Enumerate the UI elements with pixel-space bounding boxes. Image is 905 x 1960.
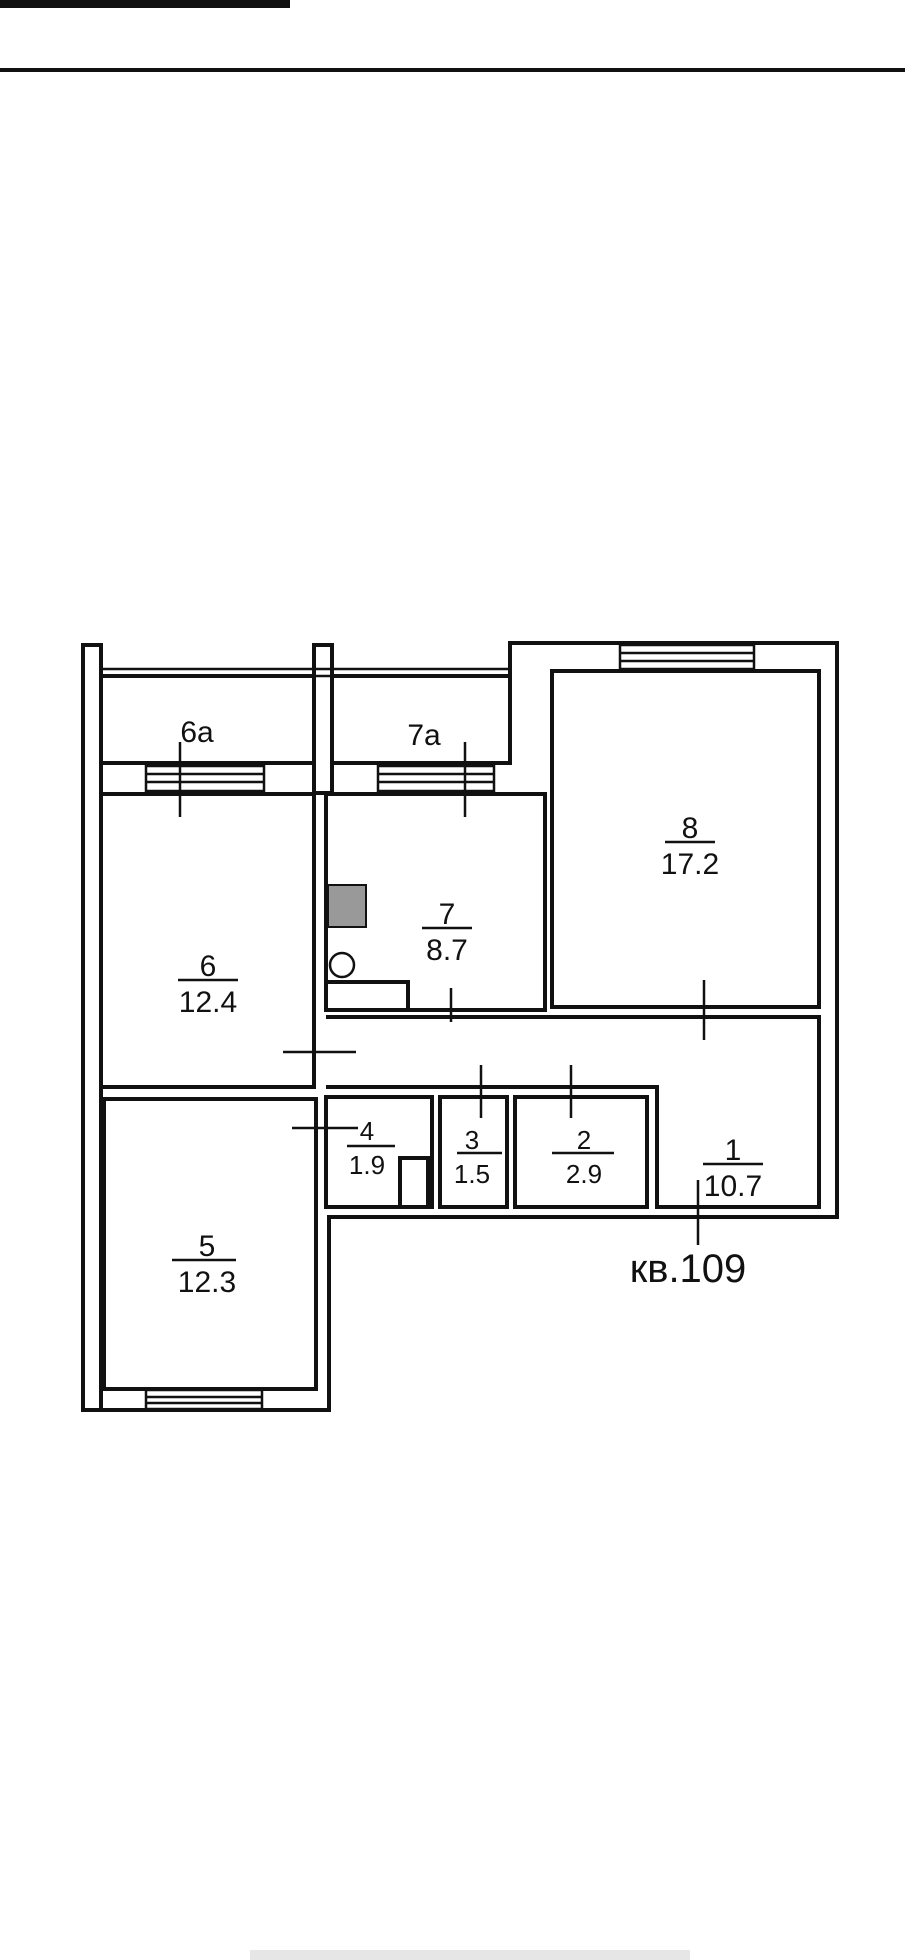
balcony-label: 7а — [407, 719, 441, 752]
svg-text:1: 1 — [725, 1134, 742, 1167]
room-2 — [513, 1095, 649, 1209]
room-label: 2 2.9 — [552, 1125, 614, 1189]
kitchen-counter — [324, 980, 410, 1012]
svg-text:8.7: 8.7 — [426, 934, 468, 967]
room-label: 1 10.7 — [703, 1134, 763, 1203]
room-8 — [550, 669, 821, 1009]
svg-text:10.7: 10.7 — [704, 1170, 762, 1203]
svg-text:1.9: 1.9 — [349, 1150, 385, 1180]
room-label: 7 8.7 — [422, 898, 472, 967]
windows — [144, 643, 756, 1411]
cropped-footer-text — [250, 1950, 690, 1960]
room-4 — [324, 1095, 434, 1209]
room-label: 6 12.4 — [178, 950, 238, 1019]
room-7 — [324, 792, 547, 1012]
svg-text:12.4: 12.4 — [179, 986, 237, 1019]
svg-text:4: 4 — [360, 1116, 374, 1146]
door-marks — [178, 742, 706, 1245]
svg-text:1.5: 1.5 — [454, 1159, 490, 1189]
svg-text:7: 7 — [439, 898, 456, 931]
room-6 — [99, 792, 316, 1089]
svg-text:5: 5 — [199, 1230, 216, 1263]
svg-text:8: 8 — [682, 812, 699, 845]
room-label: 3 1.5 — [454, 1125, 502, 1189]
svg-text:17.2: 17.2 — [661, 848, 719, 881]
stove-icon — [327, 884, 367, 928]
balcony-label: 6а — [180, 716, 214, 749]
svg-text:12.3: 12.3 — [178, 1266, 236, 1299]
room-3 — [438, 1095, 509, 1209]
room-label: 5 12.3 — [172, 1230, 236, 1299]
room-label: 4 1.9 — [347, 1116, 395, 1180]
apartment-number: кв.109 — [630, 1247, 747, 1291]
sink-icon — [328, 951, 356, 979]
cropped-heading-text — [0, 0, 290, 8]
svg-text:2.9: 2.9 — [566, 1159, 602, 1189]
shaft — [398, 1156, 430, 1209]
walls — [81, 641, 839, 1412]
svg-text:3: 3 — [465, 1125, 479, 1155]
svg-text:6: 6 — [200, 950, 217, 983]
svg-text:2: 2 — [577, 1125, 591, 1155]
room-label: 8 17.2 — [661, 812, 719, 881]
balcony-divider — [312, 643, 334, 795]
